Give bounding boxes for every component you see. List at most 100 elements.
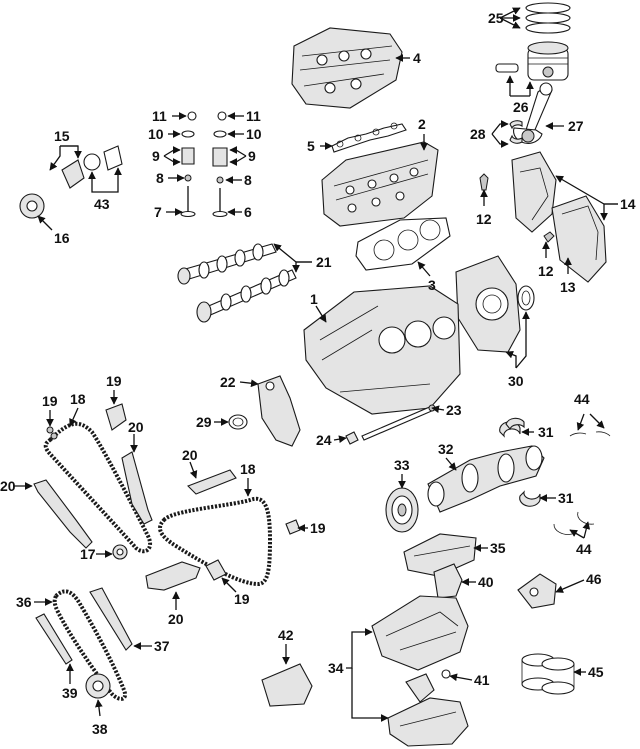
callout-21[interactable]: 21: [316, 254, 332, 270]
callout-45[interactable]: 45: [588, 664, 604, 680]
timing-cover-lower: [551, 195, 607, 283]
cylinder-head: [321, 141, 439, 227]
callout-20-left[interactable]: 20: [0, 478, 16, 494]
piston-rings: [525, 2, 571, 34]
tensioner-19a: [105, 403, 127, 431]
callout-15[interactable]: 15: [54, 128, 70, 144]
callout-33[interactable]: 33: [394, 457, 410, 473]
valve-train-left: [180, 111, 197, 218]
callout-2[interactable]: 2: [418, 116, 426, 132]
chain-guide-20d: [145, 561, 201, 591]
timing-chain-lower: [52, 589, 127, 701]
callout-9-left[interactable]: 9: [152, 148, 160, 164]
callout-35[interactable]: 35: [490, 540, 506, 556]
callout-4[interactable]: 4: [413, 50, 421, 66]
valve-train-right: [212, 111, 228, 218]
callout-31-upper[interactable]: 31: [538, 424, 554, 440]
callout-10-right[interactable]: 10: [246, 126, 262, 142]
callout-37[interactable]: 37: [154, 638, 170, 654]
callout-31-lower[interactable]: 31: [558, 490, 574, 506]
callout-11-left[interactable]: 11: [152, 108, 167, 124]
callout-16[interactable]: 16: [54, 230, 70, 246]
callout-20-middle[interactable]: 20: [182, 447, 198, 463]
callout-23[interactable]: 23: [446, 402, 462, 418]
timing-cover-upper: [511, 151, 557, 233]
callout-39[interactable]: 39: [62, 685, 78, 701]
sensor-12b: [543, 231, 555, 243]
sensor-12a: [479, 173, 489, 191]
camshaft-sprocket-16: [19, 193, 45, 219]
callout-34[interactable]: 34: [328, 660, 344, 676]
callout-5[interactable]: 5: [307, 138, 315, 154]
sprocket-17: [112, 544, 128, 560]
callout-41[interactable]: 41: [474, 672, 490, 688]
callout-42[interactable]: 42: [278, 627, 294, 643]
leader-lines: [14, 7, 618, 722]
callout-30[interactable]: 30: [508, 373, 524, 389]
callout-20-bottom[interactable]: 20: [168, 611, 184, 627]
callout-1[interactable]: 1: [310, 291, 318, 307]
callout-9-right[interactable]: 9: [248, 148, 256, 164]
seal-29: [228, 414, 248, 430]
callout-24[interactable]: 24: [316, 432, 332, 448]
callout-6[interactable]: 6: [244, 204, 252, 220]
callout-22[interactable]: 22: [220, 374, 236, 390]
callout-38[interactable]: 38: [92, 721, 108, 737]
engine-block: [303, 285, 461, 415]
callout-27[interactable]: 27: [568, 118, 584, 134]
tensioner-19c: [285, 519, 301, 535]
callout-18-right[interactable]: 18: [240, 461, 256, 477]
camshafts: [177, 243, 297, 323]
callout-32[interactable]: 32: [438, 441, 454, 457]
bracket-46: [517, 573, 557, 609]
fitting-24: [345, 431, 359, 445]
callout-14[interactable]: 14: [620, 196, 636, 212]
timing-chain-left: [43, 421, 153, 554]
oil-baffle: [403, 533, 477, 577]
callout-12-b[interactable]: 12: [538, 263, 554, 279]
callout-20-upper[interactable]: 20: [128, 419, 144, 435]
oil-pan-upper: [371, 595, 469, 671]
callout-18-left[interactable]: 18: [70, 391, 86, 407]
callout-44-upper[interactable]: 44: [574, 391, 590, 407]
callout-13[interactable]: 13: [560, 279, 576, 295]
crankshaft: [427, 445, 545, 513]
tensioner-19b: [46, 426, 58, 440]
oil-pan-lower: [387, 697, 469, 747]
callout-19-right[interactable]: 19: [310, 520, 326, 536]
callout-40[interactable]: 40: [478, 574, 494, 590]
callout-11-right[interactable]: 11: [246, 108, 261, 124]
callout-28[interactable]: 28: [470, 126, 486, 142]
callout-43[interactable]: 43: [94, 196, 110, 212]
callout-36[interactable]: 36: [16, 594, 32, 610]
timing-chain-right: [158, 496, 273, 587]
callout-26[interactable]: 26: [513, 99, 529, 115]
callout-10-left[interactable]: 10: [148, 126, 164, 142]
callout-25[interactable]: 25: [488, 10, 504, 26]
sprocket-38: [85, 673, 111, 699]
main-bearing-lower: [519, 490, 541, 507]
callout-19-left[interactable]: 19: [42, 393, 58, 409]
callout-44-lower[interactable]: 44: [576, 541, 592, 557]
head-gasket: [355, 217, 451, 271]
exhaust-gasket: [331, 122, 407, 153]
front-cover: [455, 255, 521, 353]
callout-46[interactable]: 46: [586, 571, 602, 587]
callout-8-right[interactable]: 8: [244, 172, 252, 188]
oil-pump-40: [433, 563, 463, 599]
engine-cover-42: [261, 663, 313, 707]
chain-guide-39: [35, 613, 73, 665]
chain-guide-20b: [121, 451, 153, 525]
callout-19-top[interactable]: 19: [106, 373, 122, 389]
chain-guide-37: [89, 587, 133, 651]
callout-8-left[interactable]: 8: [156, 170, 164, 186]
callout-12-a[interactable]: 12: [476, 211, 492, 227]
callout-7[interactable]: 7: [154, 204, 162, 220]
front-seal: [517, 285, 535, 311]
callout-17[interactable]: 17: [80, 546, 96, 562]
callout-19-bottom[interactable]: 19: [234, 591, 250, 607]
callout-3[interactable]: 3: [428, 277, 436, 293]
callout-29[interactable]: 29: [196, 414, 212, 430]
hose-clamps: [521, 653, 575, 695]
